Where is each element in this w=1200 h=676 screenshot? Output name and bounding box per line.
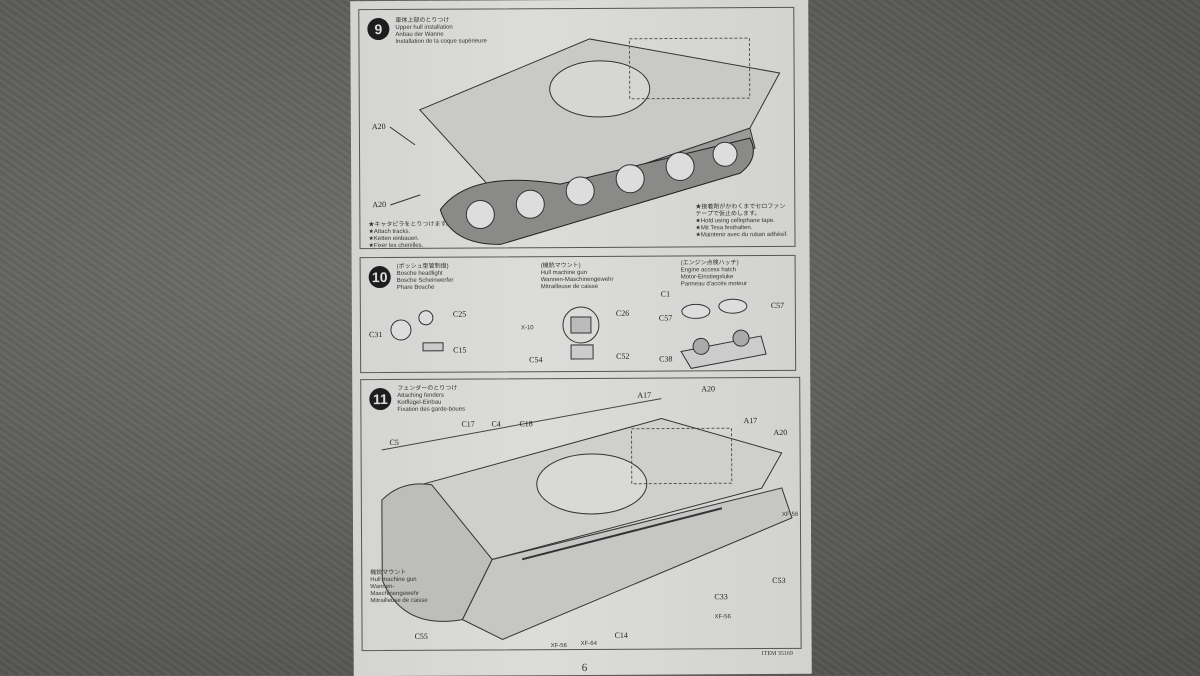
part-label: A20 <box>372 200 387 210</box>
part-label: A20 <box>773 427 788 437</box>
paint-label: XF-64 <box>580 640 597 648</box>
part-label: C38 <box>659 354 673 364</box>
part-label: A17 <box>743 416 758 426</box>
part-label: C1 <box>660 289 671 299</box>
part-label: C54 <box>529 355 543 365</box>
item-number: ITEM 35169 <box>761 650 793 658</box>
subassembly-drawings <box>390 298 767 369</box>
hatch-fr: Panneau d'accès moteur <box>680 281 747 288</box>
step-9-panel: 9 車体上部のとりつけ Upper hull installation Anba… <box>358 6 796 250</box>
upper-hull-drawing <box>389 37 781 245</box>
part-label: C53 <box>772 575 786 586</box>
instruction-sheet: 9 車体上部のとりつけ Upper hull installation Anba… <box>350 0 812 676</box>
headlight-fr: Phare Bosche <box>396 284 435 291</box>
part-label: C18 <box>519 419 533 429</box>
paint-label: XF-56 <box>714 614 731 621</box>
part-label: A20 <box>701 384 716 394</box>
step-number: 10 <box>368 265 391 289</box>
note-line: Mitrailleuse de caisse <box>370 597 428 605</box>
part-label: C57 <box>658 313 673 323</box>
part-label: C17 <box>461 419 475 429</box>
part-label: C15 <box>453 345 467 355</box>
step-10-panel: 10 (ボッシュ型管制燈) Bosche headlight Bosche Sc… <box>359 254 797 374</box>
title-fr: Installation de la coque supérieure <box>395 38 487 45</box>
part-label: C31 <box>368 330 383 340</box>
step-number: 11 <box>369 387 392 411</box>
part-label: C5 <box>389 437 399 448</box>
part-label: C52 <box>616 351 630 361</box>
note-line: ★Fixer les chenilles. <box>368 242 424 250</box>
part-label: C25 <box>452 309 467 319</box>
note-line: ★Maintenir avec du ruban adhésif. <box>695 231 788 239</box>
part-label: C57 <box>770 300 785 311</box>
title-fr: Fixation des garde-boues <box>397 406 466 413</box>
mg-fr: Mitrailleuse de caisse <box>540 283 599 291</box>
step-11-panel: 11 フェンダーのとりつけ Attaching fenders Kotflüge… <box>360 376 802 652</box>
part-label: C4 <box>491 419 501 429</box>
part-label: C33 <box>714 592 728 602</box>
part-label: A17 <box>637 390 652 400</box>
part-label: X-10 <box>520 325 534 332</box>
step-number: 9 <box>367 17 390 41</box>
part-label: A20 <box>371 122 386 132</box>
part-label: C26 <box>615 308 630 318</box>
paint-label: XF-56 <box>781 511 799 518</box>
paint-label: XF-56 <box>550 643 567 650</box>
hull-fender-drawing <box>381 398 793 640</box>
part-label: C14 <box>614 630 628 640</box>
part-label: C55 <box>414 631 428 641</box>
page-number: 6 <box>581 661 588 675</box>
